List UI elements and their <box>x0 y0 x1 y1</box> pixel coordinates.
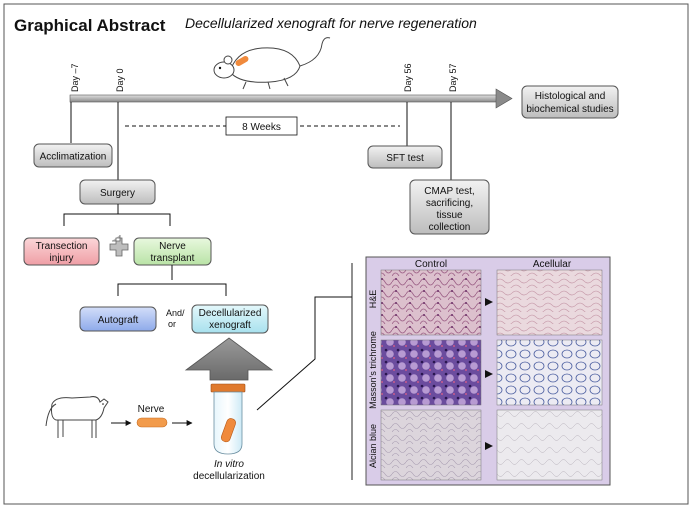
surgery-bracket <box>63 204 171 226</box>
alcian-acellular-image <box>496 409 603 481</box>
panel-arrow-icon <box>485 298 493 306</box>
transection-label-1: Transection <box>36 241 88 252</box>
transection-box <box>23 237 100 266</box>
day-label-0: Day 0 <box>115 68 125 92</box>
panel-arrow-icon <box>485 370 493 378</box>
cow-icon <box>45 396 109 438</box>
timeline-connectors <box>70 102 452 180</box>
cmap-box <box>409 179 490 235</box>
masson-control-image <box>380 339 482 406</box>
he-control-image <box>380 269 482 336</box>
panel-row-alcian: Alcian blue <box>368 424 378 468</box>
acclimatization-box <box>33 143 113 168</box>
duration-label: 8 Weeks <box>242 122 281 133</box>
sft-test-box <box>367 145 443 169</box>
panel-col-control: Control <box>415 259 447 270</box>
panel-connector <box>256 296 352 411</box>
decellularized-box <box>191 304 269 334</box>
nerve-transplant-label-2: transplant <box>151 253 195 264</box>
and-or-label-1: And/ <box>166 308 185 318</box>
histological-label-1: Histological and <box>535 91 606 102</box>
day-label-56: Day 56 <box>403 63 413 92</box>
histological-box <box>521 85 619 119</box>
timeline-arrow <box>69 88 513 109</box>
test-tube-icon <box>210 383 246 455</box>
panel-row-masson: Masson's trichrome <box>368 331 378 409</box>
big-up-arrow <box>184 337 274 381</box>
day-label-57: Day 57 <box>448 63 458 92</box>
autograft-label: Autograft <box>98 315 139 326</box>
nerve-label: Nerve <box>138 404 165 415</box>
header-subtitle: Decellularized xenograft for nerve regen… <box>185 15 477 31</box>
autograft-box <box>79 306 157 332</box>
sft-test-label: SFT test <box>386 153 424 164</box>
transection-label-2: injury <box>50 253 74 264</box>
duration-box <box>225 116 298 136</box>
masson-acellular-image <box>496 339 603 406</box>
panel-row-he: H&E <box>368 290 378 309</box>
cmap-label-3: tissue <box>436 210 463 221</box>
cmap-label-2: sacrificing, <box>426 198 473 209</box>
histology-panel: Control Acellular H&E Masson's trichrome… <box>351 256 611 486</box>
panel-arrow-icon <box>485 442 493 450</box>
outer-frame <box>3 3 689 505</box>
histological-label-2: biochemical studies <box>526 104 613 115</box>
decellularization-label: decellularization <box>193 471 265 482</box>
in-vitro-label: In vitro <box>214 459 244 470</box>
transplant-bracket <box>117 265 227 296</box>
acclimatization-label: Acclimatization <box>40 152 107 163</box>
mouse-icon <box>213 37 331 90</box>
nerve-transplant-label-1: Nerve <box>159 241 186 252</box>
he-acellular-image <box>496 269 603 336</box>
plus-icon <box>109 235 129 257</box>
day-label-minus7: Day –7 <box>70 63 80 92</box>
alcian-control-image <box>380 409 482 481</box>
cmap-label-1: CMAP test, <box>424 186 474 197</box>
and-or-label-2: or <box>168 319 176 329</box>
decellularized-label-2: xenograft <box>209 320 251 331</box>
cmap-label-4: collection <box>429 222 471 233</box>
decellularized-label-1: Decellularized <box>199 308 262 319</box>
header-title: Graphical Abstract <box>14 16 166 35</box>
surgery-label: Surgery <box>100 188 135 199</box>
panel-col-acellular: Acellular <box>533 259 572 270</box>
nerve-icon <box>136 417 168 428</box>
